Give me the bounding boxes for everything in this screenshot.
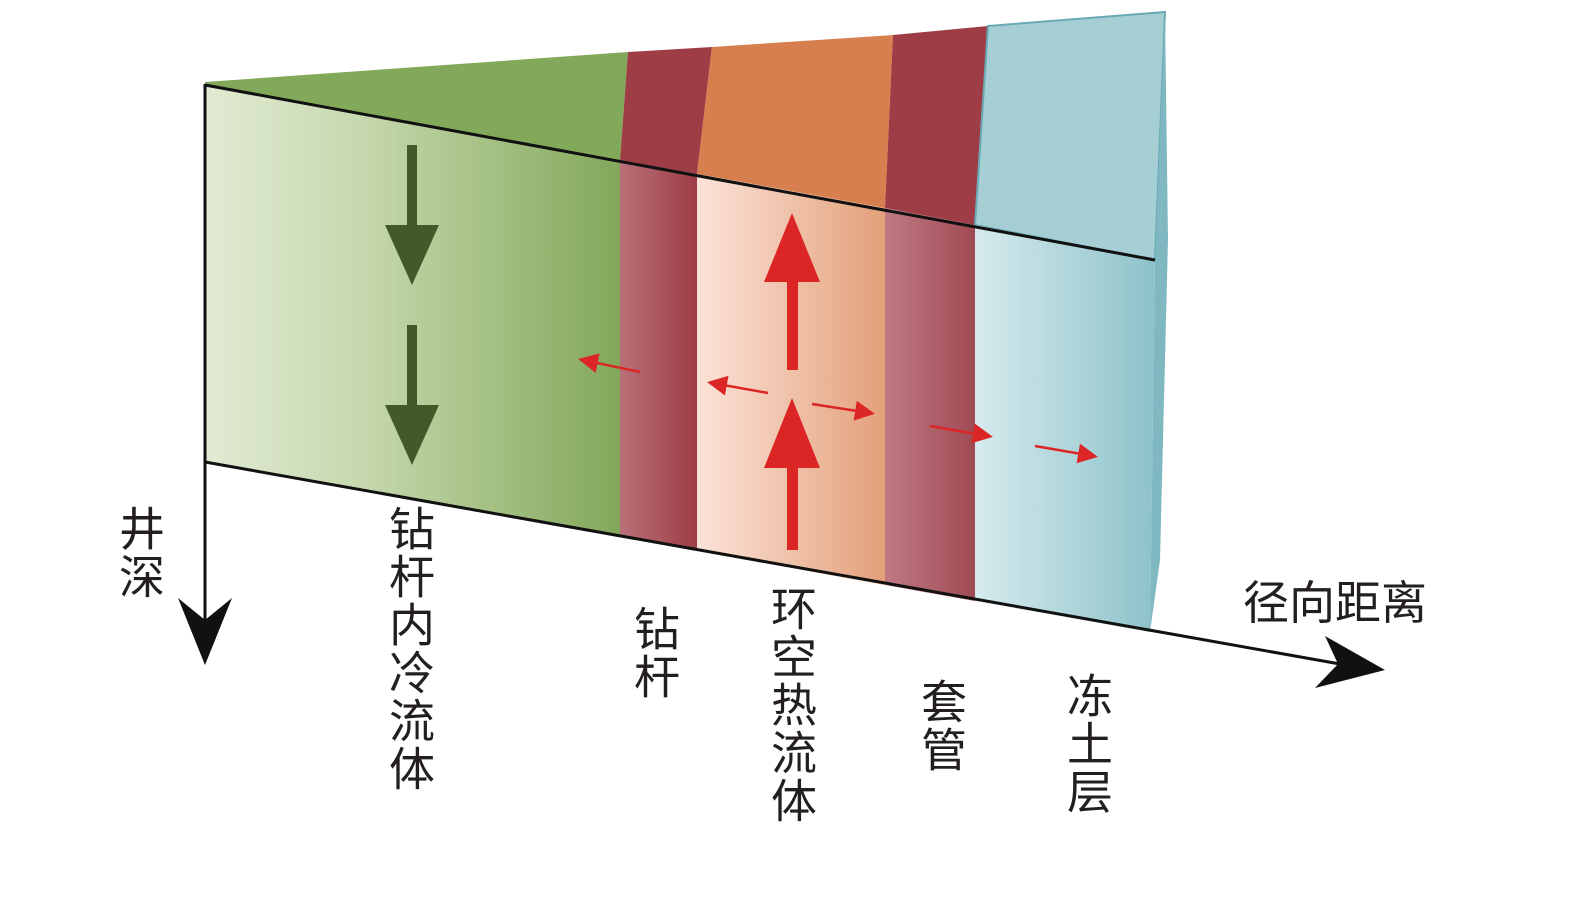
top-annulus bbox=[697, 35, 893, 208]
radial-axis-label: 径向距离 bbox=[1243, 576, 1427, 630]
hot-flow-up-arrow bbox=[764, 213, 820, 550]
cold-flow-down-arrow bbox=[385, 145, 439, 465]
front-inner-fluid bbox=[205, 85, 620, 537]
inner-fluid-label: 钻杆内冷流体 bbox=[382, 505, 436, 793]
depth-axis-label: 井深 bbox=[112, 505, 166, 601]
casing-label: 套管 bbox=[914, 678, 968, 774]
drill-pipe-label: 钻杆 bbox=[627, 605, 681, 701]
permafrost-label: 冻土层 bbox=[1060, 672, 1114, 816]
front-drill-pipe bbox=[620, 160, 697, 551]
top-drill-pipe bbox=[620, 47, 712, 174]
depth-axis-arrowhead bbox=[178, 598, 232, 665]
front-permafrost bbox=[975, 225, 1155, 632]
annulus-fluid-label: 环空热流体 bbox=[764, 585, 818, 825]
heat-transfer-arrows bbox=[578, 353, 1098, 464]
front-casing bbox=[885, 208, 975, 601]
radial-axis-arrowhead bbox=[1315, 636, 1385, 688]
top-casing bbox=[885, 26, 988, 225]
radial-axis bbox=[204, 460, 1341, 666]
front-annulus bbox=[697, 174, 885, 585]
top-permafrost bbox=[973, 10, 1167, 262]
top-inner-fluid bbox=[205, 52, 628, 160]
front-top-edge bbox=[204, 83, 1156, 262]
side-permafrost bbox=[1150, 12, 1168, 632]
